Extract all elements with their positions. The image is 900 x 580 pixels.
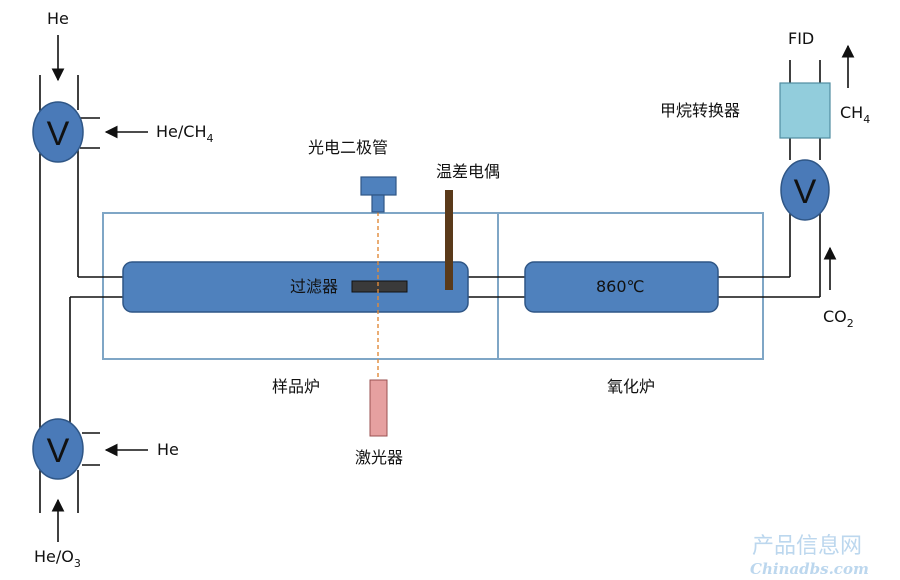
label-he-bottom: He [157,440,179,459]
label-photodiode: 光电二极管 [308,138,388,157]
filter-element [351,280,408,293]
label-ch4: CH4 [840,103,870,126]
label-sample-furnace: 样品炉 [272,377,320,396]
label-methanator: 甲烷转换器 [660,101,740,120]
label-fid: FID [788,29,814,48]
label-laser: 激光器 [355,448,403,467]
connection-lines [468,60,821,298]
label-he-top: He [47,9,69,28]
oxidation-furnace-box [497,212,764,360]
valve-top-left[interactable]: V [32,101,84,163]
label-oxidation-furnace: 氧化炉 [607,377,655,396]
flow-arrows [51,35,855,542]
valve-right[interactable]: V [780,159,830,221]
laser-source [369,379,388,437]
svg-text:V: V [794,173,817,211]
valve-bottom-left[interactable]: V [32,418,84,480]
sample-tube [122,261,469,313]
svg-text:V: V [47,432,70,470]
label-co2: CO2 [823,307,854,330]
methanator [779,82,831,139]
photodiode [360,176,397,213]
svg-text:V: V [47,115,70,153]
label-he-ch4: He/CH4 [156,122,213,145]
label-oxidation-temp: 860℃ [596,277,645,296]
thermocouple [445,190,453,290]
watermark-cn: 产品信息网 [752,534,862,559]
oxidation-tube [524,261,719,313]
label-thermocouple: 温差电偶 [436,162,500,181]
watermark-en: Chinadbs.com [750,560,869,578]
label-he-o3: He/O3 [34,547,81,570]
label-filter: 过滤器 [290,277,338,296]
